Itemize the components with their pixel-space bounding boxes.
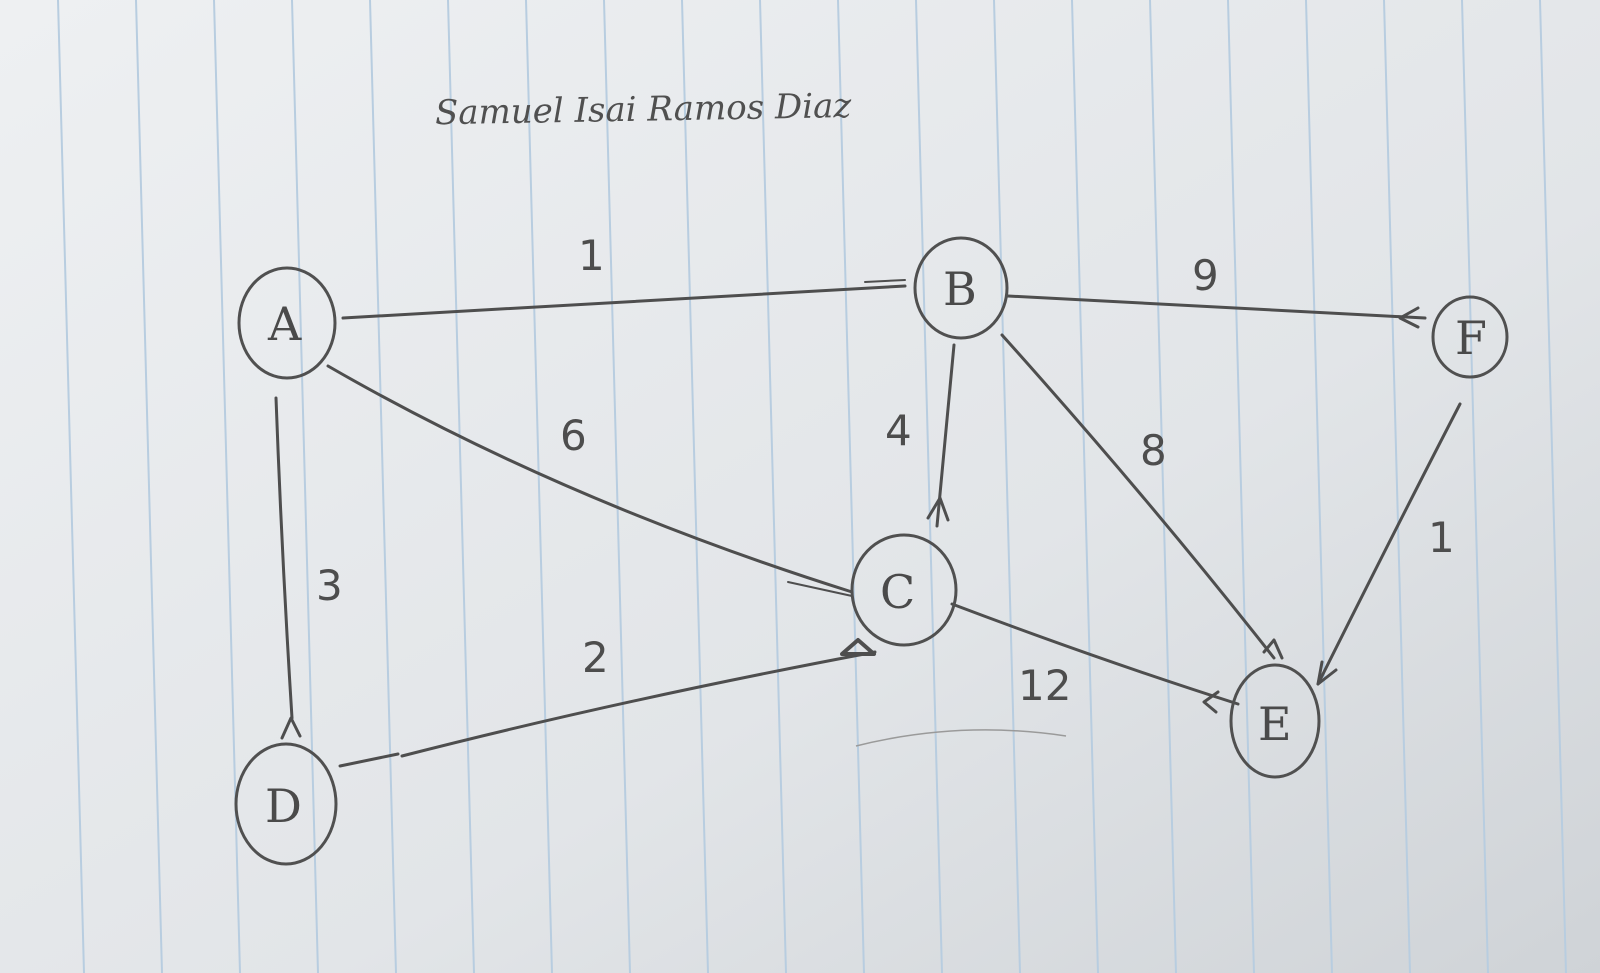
edge-a-c [326,364,854,594]
rule-line [1305,0,1333,973]
arrowhead-at-c [840,638,876,656]
rule-line [993,0,1021,973]
edge-a-d [274,396,294,720]
edge-c-e [950,602,1240,706]
weight-label-f-e: 1 [1428,513,1455,562]
node-d-circle [234,742,338,866]
edge-f-e [1316,402,1462,686]
arrowhead-at-e-from-c [1202,690,1220,714]
weight-label-a-d: 3 [316,561,343,610]
rule-line [369,0,397,973]
edge-a-c-tail [787,581,853,597]
node-b-circle [913,236,1009,340]
node-a-label: A [267,297,302,351]
rule-line [759,0,787,973]
rule-line [603,0,631,973]
node-a-circle [237,266,337,380]
edge-b-e [1000,333,1276,660]
weight-label-a-b: 1 [578,231,605,280]
node-e-circle [1229,663,1321,779]
rule-line [57,0,85,973]
edge-a-b-overstroke [864,279,906,283]
node-c: C [850,533,958,647]
node-e: E [1229,663,1321,779]
rule-line [525,0,553,973]
weight-label-b-f: 9 [1192,251,1219,300]
rule-line [1149,0,1177,973]
rule-line [915,0,943,973]
rule-line [447,0,475,973]
arrowhead-at-f [1398,306,1420,329]
rule-line [291,0,319,973]
node-e-label: E [1258,697,1292,751]
node-d-label: D [265,779,302,833]
arrowhead-at-d [280,716,302,740]
rule-line [1071,0,1099,973]
weight-label-a-c: 6 [560,411,587,460]
rule-line [837,0,865,973]
rule-line [1383,0,1411,973]
arrowhead-at-e-from-f [1316,660,1338,686]
node-b-label: B [943,262,977,316]
node-a: A [237,266,337,380]
rule-line [1539,0,1567,973]
rule-line [135,0,163,973]
node-f-circle [1431,295,1509,379]
graph-edges [274,279,1462,768]
node-c-circle [850,533,958,647]
arrowhead-at-b [926,496,950,522]
node-f-label: F [1455,311,1487,365]
rule-line [681,0,709,973]
author-name: Samuel Isai Ramos Diaz [435,86,853,133]
node-d: D [234,742,338,866]
arrowhead-at-e-from-b [1262,638,1284,660]
edge-b-f [1006,294,1427,320]
edge-d-c [400,650,877,758]
weight-label-c-b: 4 [885,406,912,455]
graph-nodes: A B C D E F [234,236,1509,866]
node-c-label: C [880,565,915,619]
node-f: F [1431,295,1509,379]
edge-d-c-tail [338,752,400,768]
node-b: B [913,236,1009,340]
edge-c-b [935,343,956,528]
edge-a-b [341,284,907,320]
edge-weights: 1 9 6 4 8 1 3 2 12 [316,231,1455,710]
weight-label-c-e: 12 [1018,661,1071,710]
weight-label-b-e: 8 [1140,426,1167,475]
ruled-lines [57,0,1567,973]
stray-pencil-mark [855,729,1067,747]
rule-line [1227,0,1255,973]
weight-label-d-c: 2 [582,633,609,682]
rule-line [1461,0,1489,973]
